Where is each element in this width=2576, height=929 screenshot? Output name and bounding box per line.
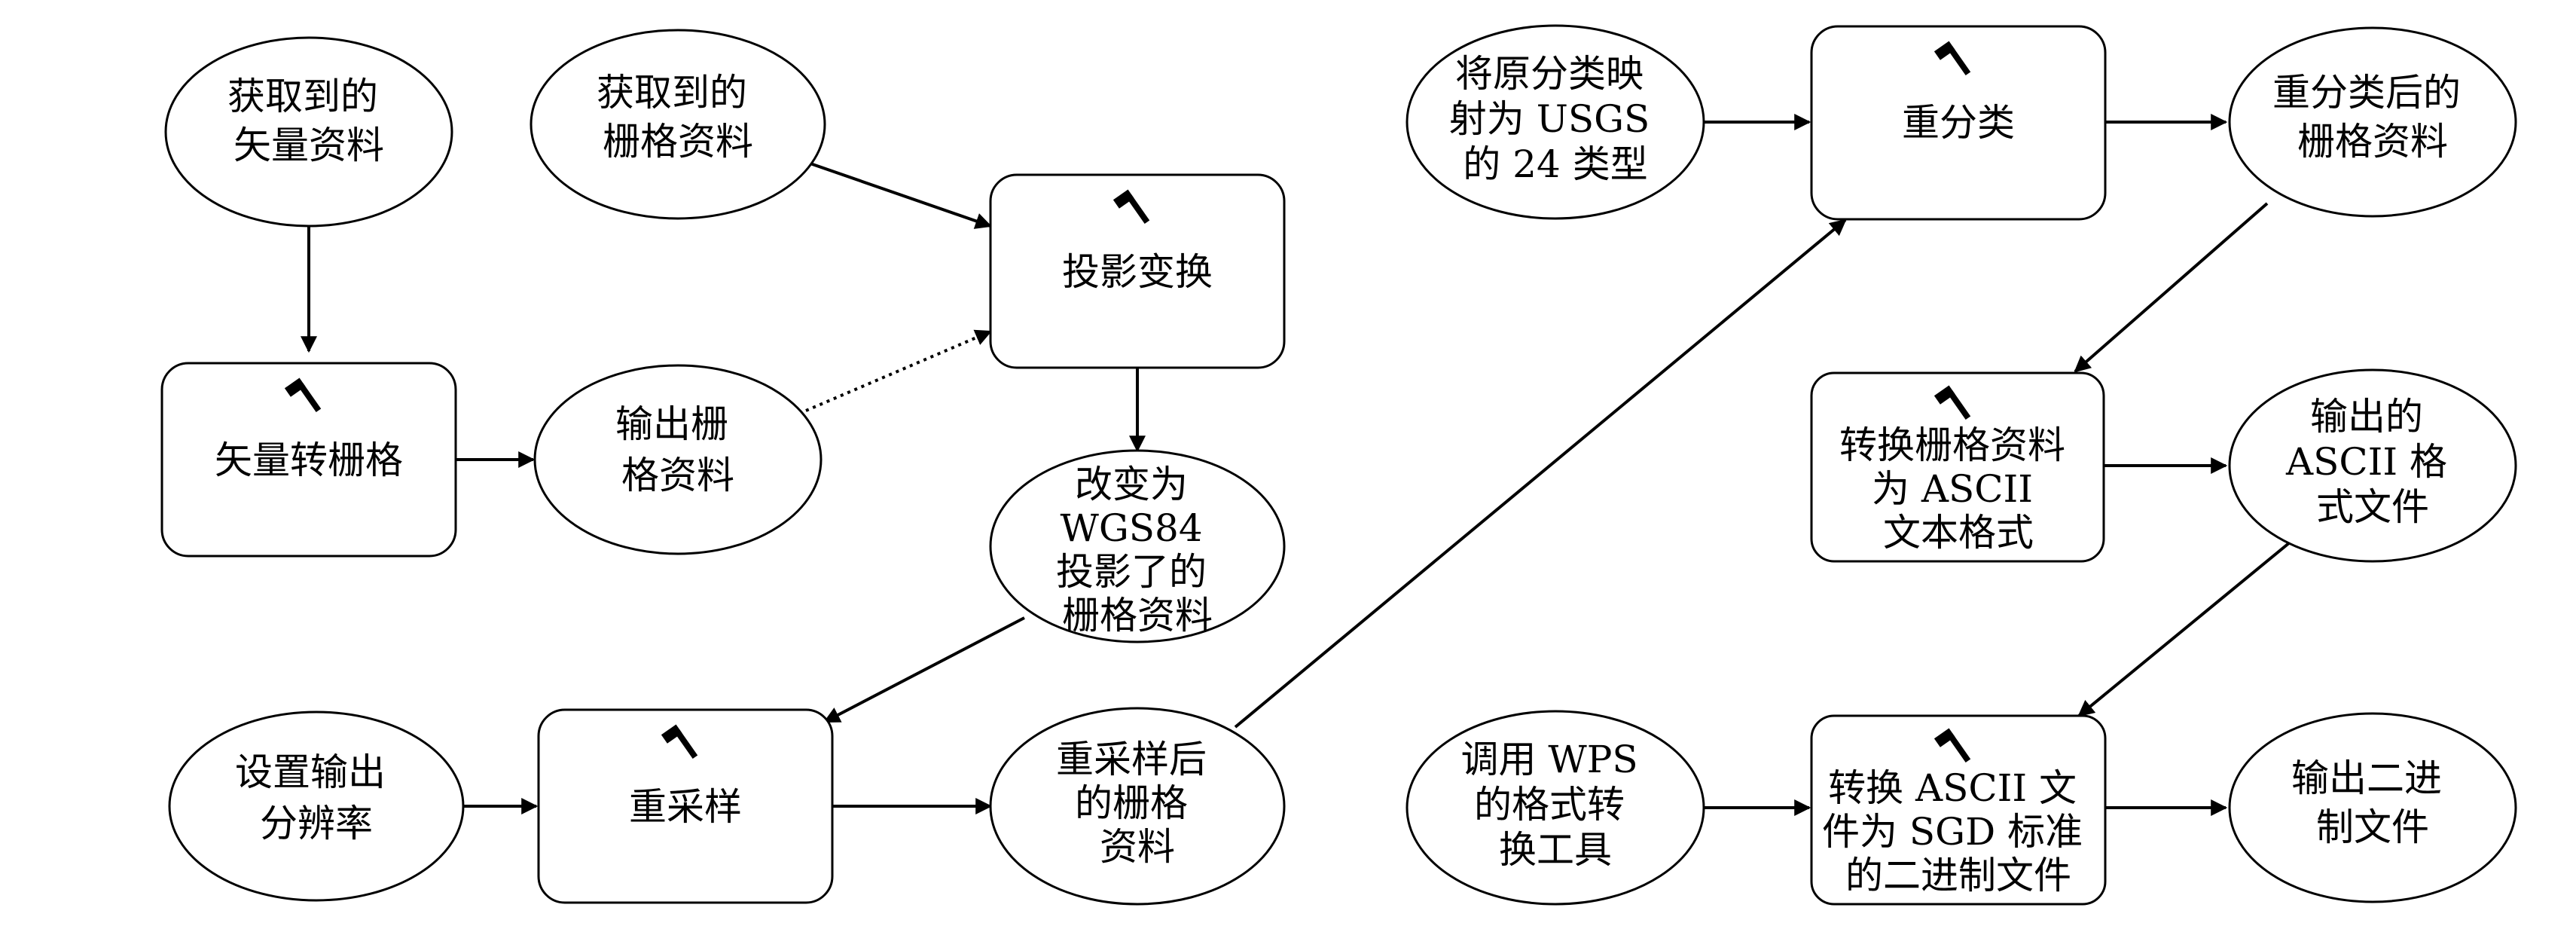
node-binary-output: 输出二进 制文件 (2228, 712, 2517, 903)
svg-text:获取到的 矢量资料: 获取到的 矢量资料 (227, 75, 390, 167)
edge-n2-n3 (805, 160, 993, 229)
svg-text:改变为 WGS84 投影了的: 改变为 WGS84 投影了的 栅格资料 (1056, 463, 1219, 637)
node-label-line: 重采样 (629, 785, 742, 829)
node-label-line: 重分类后的 (2272, 71, 2461, 115)
svg-text:输出的 ASCII 格 式文件: 输出的 ASCII 格 式文件 (2285, 395, 2459, 529)
node-label-line: 输出的 (2310, 395, 2423, 439)
node-label-line: 换工具 (1499, 828, 1612, 872)
edge-n6-n8 (823, 616, 1025, 723)
svg-text:输出栅 格资料: 输出栅 格资料 (615, 402, 740, 497)
svg-text:重采样: 重采样 (629, 785, 742, 829)
svg-text:矢量转栅格: 矢量转栅格 (215, 439, 403, 482)
svg-text:投影变换: 投影变换 (1062, 250, 1213, 294)
node-label-line: 格资料 (621, 454, 734, 497)
node-label-line: 改变为 (1075, 463, 1188, 506)
svg-text:设置输出 分辨率: 设置输出 分辨率 (235, 750, 398, 845)
node-label-line: 栅格资料 (603, 120, 753, 163)
node-wps-tool: 调用 WPS 的格式转 换工具 (1406, 710, 1705, 906)
node-label-line: 投影变换 (1062, 250, 1213, 294)
node-set-resolution: 设置输出 分辨率 (168, 711, 465, 902)
svg-text:重分类: 重分类 (1902, 101, 2015, 145)
node-resampled-raster: 重采样后 的栅格 资料 (989, 707, 1286, 906)
svg-text:获取到的 栅格资料: 获取到的 栅格资料 (597, 71, 759, 163)
node-ascii-to-sgd: 转换 ASCII 文 件为 SGD 标准 的二进制文件 (1810, 714, 2107, 906)
edge-n5-n3-dotted (805, 329, 993, 412)
node-output-raster: 输出栅 格资料 (533, 364, 823, 555)
node-label-line: 文本格式 (1883, 511, 2034, 555)
edge-n9-n11 (1234, 218, 1847, 729)
node-label-line: 转换 ASCII 文 (1828, 766, 2077, 810)
edge-n14-n16 (2077, 541, 2291, 717)
node-vector-to-raster: 矢量转栅格 (160, 362, 457, 558)
node-vector-data-input: 获取到的 矢量资料 (164, 36, 453, 228)
node-label-line: 分辨率 (260, 802, 373, 845)
node-label-line: 栅格资料 (1062, 594, 1213, 637)
node-label-line: 射为 USGS (1449, 97, 1650, 141)
svg-text:转换 ASCII 文 件为 SGD 标准: 转换 ASCII 文 件为 SGD 标准 的二进制文件 (1822, 766, 2095, 897)
node-label-line: 调用 WPS (1460, 738, 1637, 781)
node-label-line: 资料 (1100, 825, 1175, 869)
svg-text:重分类后的 栅格资料: 重分类后的 栅格资料 (2272, 71, 2473, 163)
node-wgs84-raster: 改变为 WGS84 投影了的 栅格资料 (989, 449, 1286, 643)
node-label-line: 重采样后 (1056, 738, 1207, 781)
node-label-line: 重分类 (1902, 101, 2015, 145)
svg-text:输出二进 制文件: 输出二进 制文件 (2291, 756, 2454, 849)
node-label-line: 为 ASCII (1872, 467, 2033, 511)
svg-text:转换栅格资料 为 ASCII 文本格: 转换栅格资料 为 ASCII 文本格式 (1839, 423, 2077, 555)
node-label-line: 式文件 (2316, 485, 2429, 529)
node-label-line: 制文件 (2316, 805, 2429, 849)
node-raster-to-ascii: 转换栅格资料 为 ASCII 文本格式 (1810, 371, 2105, 563)
node-label-line: 栅格资料 (2297, 120, 2448, 163)
node-label-line: WGS84 (1060, 506, 1202, 550)
node-label-line: 矢量转栅格 (215, 439, 403, 482)
svg-text:重采样后 的栅格 资料: 重采样后 的栅格 资料 (1056, 738, 1219, 869)
node-label-line: 的二进制文件 (1845, 854, 2071, 897)
svg-text:将原分类映 射为 USGS 的 24: 将原分类映 射为 USGS 的 24 类型 (1449, 52, 1662, 186)
node-label-line: 将原分类映 (1455, 52, 1644, 96)
node-label-line: 获取到的 (227, 75, 378, 118)
node-label-line: 投影了的 (1056, 550, 1207, 594)
node-label-line: 的栅格 (1075, 781, 1188, 825)
node-label-line: 件为 SGD 标准 (1822, 810, 2083, 854)
node-label-line: 获取到的 (597, 71, 747, 115)
node-map-to-usgs: 将原分类映 射为 USGS 的 24 类型 (1406, 24, 1705, 220)
node-reclassified-raster: 重分类后的 栅格资料 (2228, 26, 2517, 218)
svg-text:调用 WPS 的格式转 换工具: 调用 WPS 的格式转 换工具 (1460, 738, 1650, 872)
node-projection-transform: 投影变换 (989, 173, 1286, 369)
node-label-line: 转换栅格资料 (1839, 423, 2065, 467)
node-ascii-output: 输出的 ASCII 格 式文件 (2228, 368, 2517, 563)
node-label-line: 矢量资料 (233, 124, 384, 167)
node-label-line: 设置输出 (235, 750, 386, 794)
node-resample: 重采样 (537, 708, 834, 904)
node-label-line: 的 24 类型 (1463, 142, 1647, 186)
node-label-line: ASCII 格 (2285, 440, 2447, 484)
node-label-line: 输出二进 (2291, 756, 2442, 800)
edges (301, 114, 2291, 816)
node-reclassify: 重分类 (1810, 25, 2107, 221)
node-raster-data-input: 获取到的 栅格资料 (530, 29, 826, 220)
node-label-line: 的格式转 (1474, 783, 1625, 827)
edge-n12-n13 (2074, 202, 2269, 373)
node-label-line: 输出栅 (615, 402, 728, 446)
